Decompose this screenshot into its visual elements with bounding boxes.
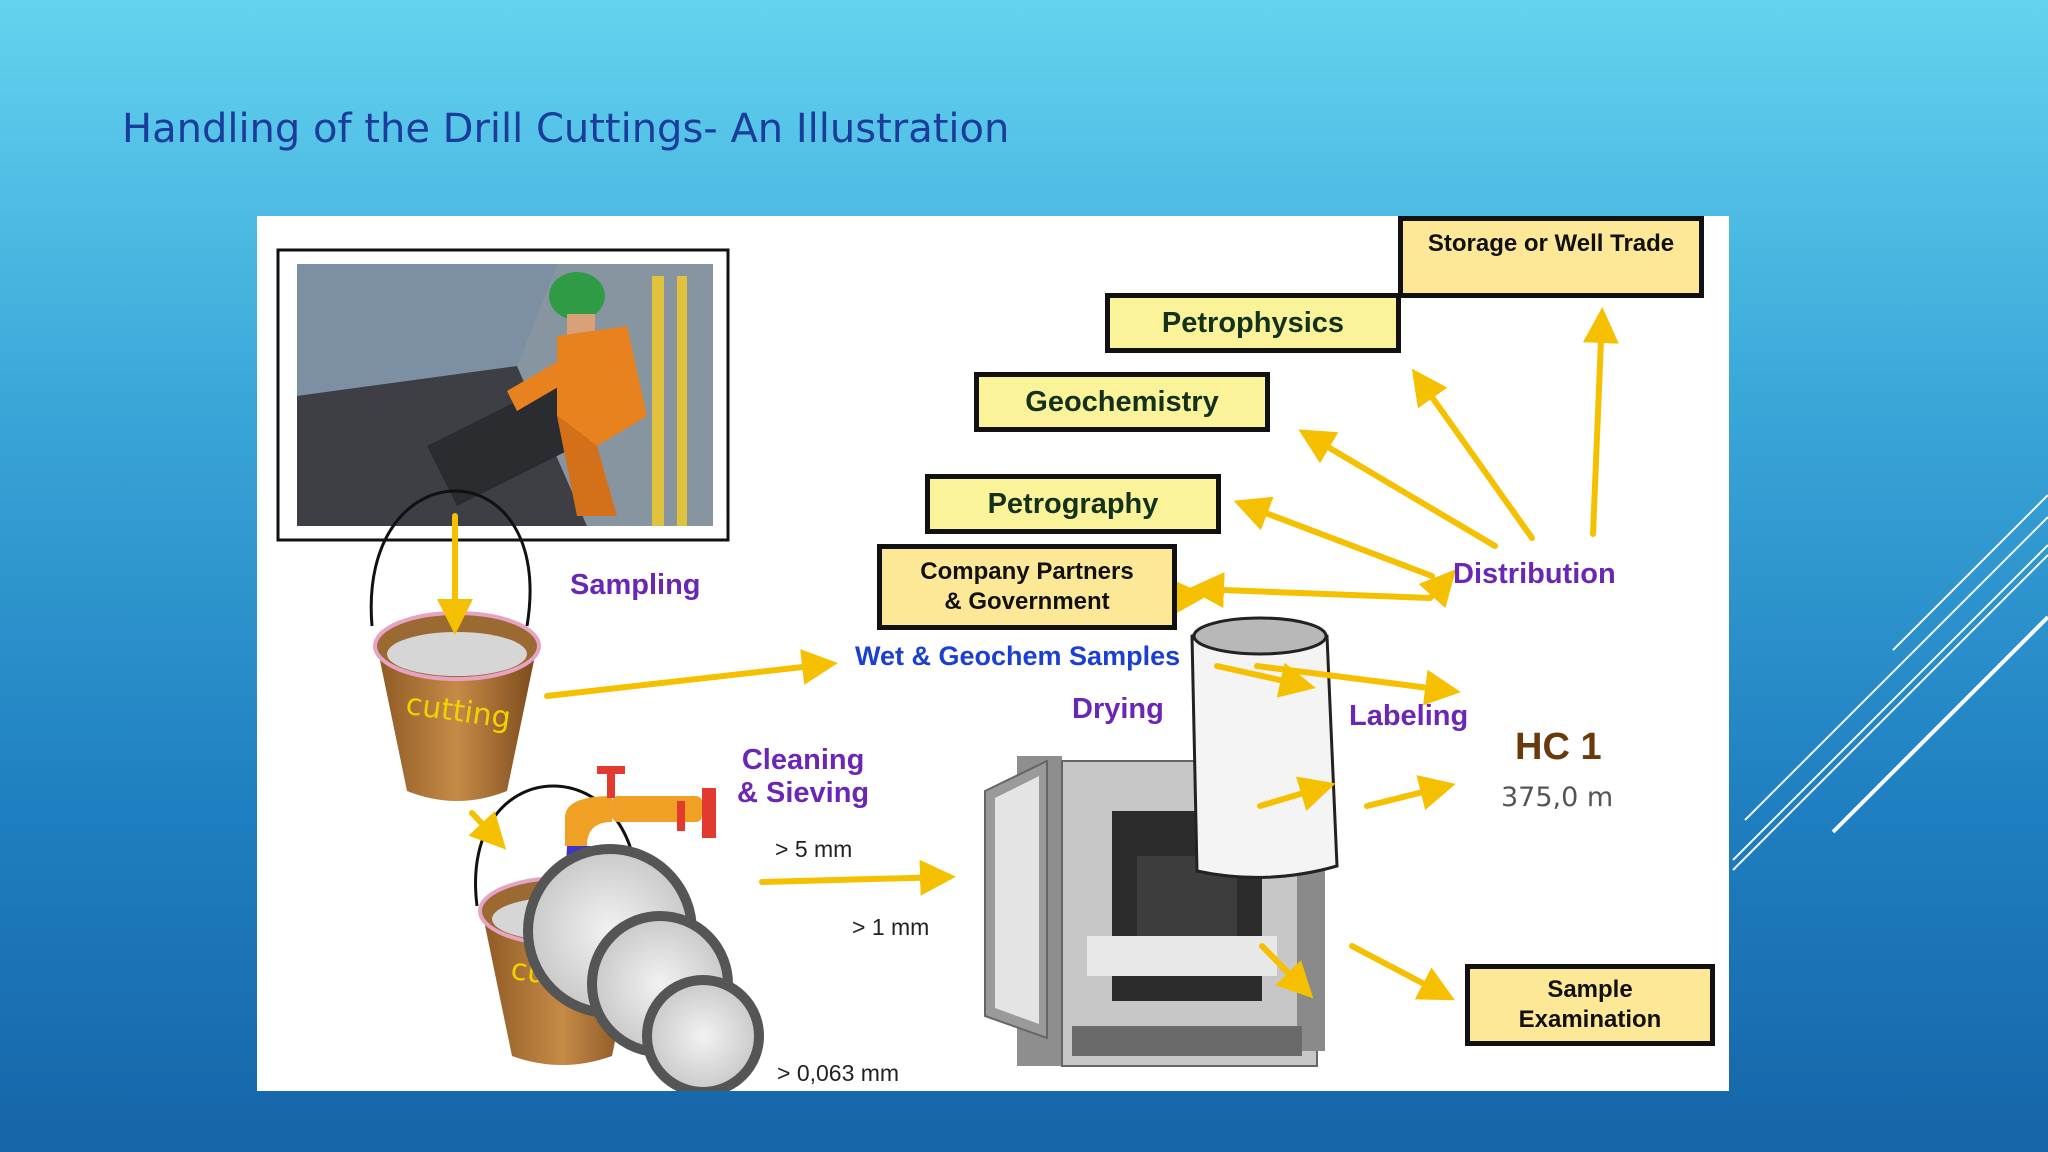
sieve-0063mm-label: > 0,063 mm <box>777 1060 900 1086</box>
partners-line-2: & Government <box>944 588 1110 615</box>
sample-bag <box>1190 616 1339 879</box>
sample-exam-box: Sample Examination <box>1465 964 1715 1046</box>
exam-line-1: Sample <box>1547 976 1633 1003</box>
sieve-5mm-label: > 5 mm <box>775 836 853 862</box>
sieve-1mm-label: > 1 mm <box>852 914 930 940</box>
cleaning-line-2: & Sieving <box>737 777 870 809</box>
partners-box: Company Partners & Government <box>877 544 1177 630</box>
exam-line-2: Examination <box>1518 1006 1662 1033</box>
sieve-stack <box>523 844 764 1091</box>
petrography-box: Petrography <box>925 474 1221 534</box>
geochemistry-box: Geochemistry <box>974 372 1270 432</box>
wet-geochem-label: Wet & Geochem Samples <box>855 641 1181 671</box>
distribution-arrows <box>1188 307 1619 1001</box>
diagram-panel: cutting cutting <box>257 216 1729 1091</box>
cleaning-sieving-label: Cleaning & Sieving <box>737 744 869 810</box>
cutting-bucket-1 <box>369 489 541 801</box>
drying-label: Drying <box>1072 693 1164 725</box>
labeling-label: Labeling <box>1349 700 1469 732</box>
bag-depth: 375,0 m <box>1501 782 1614 813</box>
petrophysics-box: Petrophysics <box>1105 293 1401 353</box>
diagram-graphics: cutting cutting <box>276 248 1619 1091</box>
sampling-label: Sampling <box>570 569 701 601</box>
cleaning-line-1: Cleaning <box>741 744 865 776</box>
flow-arrows <box>437 513 1457 999</box>
tap-icon <box>565 766 716 846</box>
sampling-photo <box>276 248 730 542</box>
distribution-label: Distribution <box>1453 558 1616 590</box>
bag-code: HC 1 <box>1515 726 1602 768</box>
storage-box: Storage or Well Trade <box>1398 216 1704 298</box>
slide-title: Handling of the Drill Cuttings- An Illus… <box>122 106 1010 152</box>
partners-line-1: Company Partners <box>920 558 1134 585</box>
